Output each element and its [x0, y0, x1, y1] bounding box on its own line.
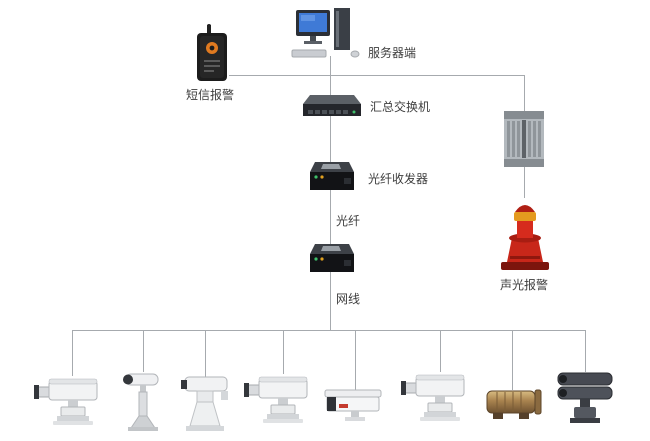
connector-camera-drop — [355, 330, 356, 390]
connector-alarm-branch-upper — [524, 75, 525, 112]
connector-top-horizontal — [229, 75, 525, 76]
connector-camera-drop — [205, 330, 206, 378]
connector-camera-bus — [72, 330, 586, 331]
explosion-proof-camera-icon — [486, 389, 542, 419]
fiber-transceiver-icon — [310, 162, 354, 190]
connector-camera-drop — [585, 330, 586, 372]
fiber-transceiver-lower — [306, 242, 354, 278]
connector-trunk-vertical — [330, 56, 331, 330]
box-housing-camera-icon — [324, 389, 382, 421]
connector-camera-drop — [512, 330, 513, 390]
connector-alarm-branch-lower — [524, 166, 525, 198]
ptz-positioner-camera-icon — [181, 376, 228, 431]
camera-3 — [177, 374, 233, 432]
fiber-label: 光纤 — [336, 214, 361, 228]
fiber-transceiver-label: 光纤收发器 — [368, 172, 429, 186]
long-range-ptz-camera-icon — [401, 374, 465, 421]
fiber-transceiver-icon — [310, 244, 354, 272]
camera-6 — [401, 370, 467, 428]
sms-modem — [194, 24, 230, 84]
long-range-ptz-camera-icon — [34, 378, 98, 425]
network-cable-label: 网线 — [336, 292, 361, 306]
network-switch-icon — [303, 95, 361, 116]
bullet-camera-pole-icon — [123, 373, 159, 431]
dual-head-dark-ptz-camera-icon — [557, 372, 613, 423]
din-rail-converter — [502, 110, 546, 168]
camera-2 — [116, 370, 168, 432]
long-range-ptz-camera-icon — [244, 376, 308, 423]
fiber-transceiver-upper — [306, 160, 354, 196]
connector-camera-drop — [143, 330, 144, 372]
desktop-computer-icon — [291, 8, 360, 58]
camera-7 — [485, 386, 543, 424]
server-label: 服务器端 — [368, 46, 417, 60]
server-computer — [288, 6, 364, 60]
gsm-modem-icon — [197, 24, 227, 81]
connector-camera-drop — [283, 330, 284, 374]
alarm-siren — [496, 196, 554, 272]
aggregation-switch-label: 汇总交换机 — [370, 100, 431, 114]
siren-icon — [501, 205, 549, 270]
camera-5 — [324, 386, 384, 426]
camera-1 — [34, 374, 100, 432]
camera-8 — [553, 370, 617, 430]
connector-camera-drop — [440, 330, 441, 372]
sound-light-alarm-label: 声光报警 — [500, 278, 549, 292]
din-rail-device-icon — [504, 111, 544, 167]
connector-camera-drop — [72, 330, 73, 376]
sms-alarm-label: 短信报警 — [186, 88, 235, 102]
camera-4 — [244, 372, 310, 430]
aggregation-switch — [303, 92, 361, 120]
